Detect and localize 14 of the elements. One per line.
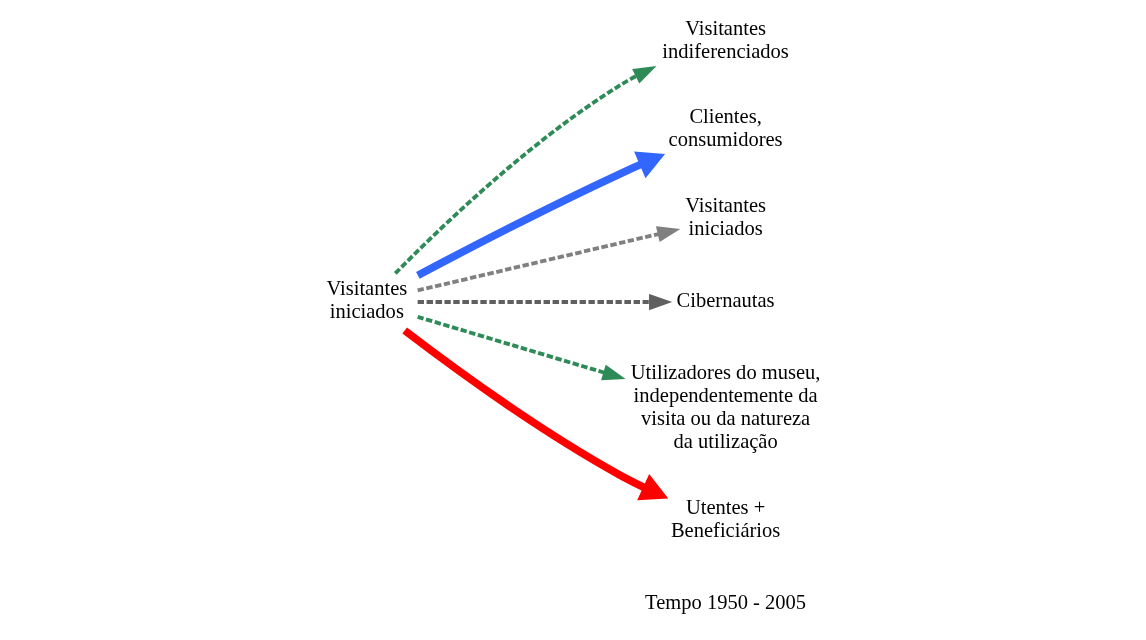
node-text: Visitantes iniciados	[325, 277, 407, 323]
arrow	[415, 151, 665, 279]
arrow	[417, 293, 672, 311]
node-text: Cibernautas	[676, 288, 775, 311]
arrow	[416, 226, 680, 293]
node-text: Utentes + Beneficiários	[670, 495, 780, 541]
label: Tempo 1950 - 2005	[644, 590, 806, 613]
node-text: Visitantes iniciados	[684, 193, 766, 240]
node-text: Utilizadores do museu, independentemente da visita ou da natureza da utilização	[630, 360, 820, 453]
arrow	[393, 66, 656, 275]
node-text: Visitantes indiferenciados	[661, 16, 789, 62]
node-text: Clientes, consumidores	[668, 105, 783, 151]
arrow	[416, 315, 626, 381]
arrow	[401, 327, 668, 501]
